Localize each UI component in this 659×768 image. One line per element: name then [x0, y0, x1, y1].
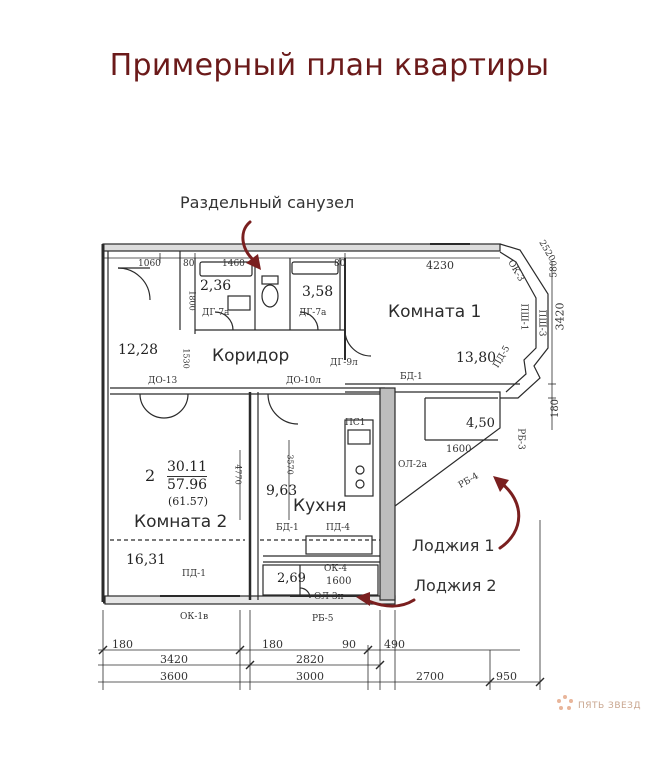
- room-1-label: Комната 1: [388, 302, 482, 322]
- area-loggia-1: 4,50: [466, 416, 495, 431]
- dim-bottom-90: 90: [342, 638, 356, 651]
- rooms-count: 2: [145, 466, 156, 485]
- loggia-2-callout: Лоджия 2: [414, 576, 497, 595]
- area-room-1: 13,80: [456, 350, 497, 366]
- brand-watermark: ПЯТЬ ЗВЕЗД: [556, 694, 641, 717]
- dim-180-right: 180: [550, 398, 562, 419]
- area-hall: 12,28: [118, 342, 159, 358]
- mark-do13: ДО-13: [148, 376, 178, 386]
- mark-rb5: РБ-5: [312, 614, 334, 624]
- area-wc: 3,58: [302, 284, 334, 300]
- mark-pd4: ПД-4: [326, 523, 350, 533]
- area-loggia-2: 2,69: [277, 571, 306, 586]
- dim-bottom-180-a: 180: [112, 638, 133, 651]
- dim-bottom-3420: 3420: [160, 653, 188, 666]
- dim-bottom-180-b: 180: [262, 638, 283, 651]
- dim-bottom-490: 490: [384, 638, 405, 651]
- dim-80-b: 80: [334, 259, 346, 269]
- mark-ol3n: ОЛ-3н: [314, 592, 344, 602]
- area-room-2: 16,31: [126, 552, 167, 568]
- mark-do10: ДО-10л: [286, 376, 321, 386]
- loggia-1-callout: Лоджия 1: [412, 536, 495, 555]
- area-total-with-loggia: (61.57): [168, 495, 209, 508]
- dim-bottom-950: 950: [496, 670, 517, 683]
- dim-4770: 4770: [233, 464, 243, 485]
- wall-top: [102, 243, 501, 252]
- dim-3420-right: 3420: [553, 302, 567, 331]
- dim-1800: 1800: [187, 290, 197, 311]
- dim-4230: 4230: [426, 259, 454, 272]
- corridor-label: Коридор: [212, 346, 290, 366]
- mark-ok1v: ОК-1в: [180, 612, 209, 622]
- mark-psh1: ПШ-1: [518, 303, 529, 331]
- area-kitchen: 9,63: [266, 483, 298, 499]
- area-living-total: 30.11: [167, 459, 208, 475]
- mark-dg9a: ДГ-9л: [330, 358, 358, 368]
- mark-dg7a-2: ДГ-7а: [299, 308, 327, 318]
- mark-pd1: ПД-1: [182, 569, 206, 579]
- mark-ok4: ОК-4: [324, 564, 348, 574]
- dim-3570: 3570: [285, 454, 295, 475]
- dim-bottom-3600: 3600: [160, 670, 188, 683]
- dim-80-a: 80: [183, 259, 195, 269]
- kitchen-label: Кухня: [293, 496, 347, 516]
- area-bath: 2,36: [200, 278, 232, 294]
- dim-580: 580: [549, 260, 560, 278]
- dim-1530: 1530: [181, 348, 191, 369]
- room-2-label: Комната 2: [134, 512, 228, 532]
- area-total: 57.96: [167, 476, 208, 493]
- mark-rb3: РБ-3: [515, 428, 526, 450]
- mark-ol2a: ОЛ-2а: [398, 460, 428, 470]
- mark-ps1: ПС1: [345, 418, 366, 428]
- mark-psh3: ПШ-3: [536, 309, 547, 337]
- dim-bottom-2820: 2820: [296, 653, 324, 666]
- dim-1060: 1060: [138, 259, 161, 269]
- star-logo-icon: [556, 694, 574, 717]
- bathroom-callout: Раздельный санузел: [180, 193, 355, 212]
- dim-bottom-3000: 3000: [296, 670, 324, 683]
- mark-dg7a-1: ДГ-7а: [202, 308, 230, 318]
- dim-bottom-2700: 2700: [416, 670, 444, 683]
- dim-1600-b: 1600: [326, 576, 352, 587]
- mark-bd1-kitchen: БД-1: [276, 523, 299, 533]
- dim-1600-a: 1600: [446, 444, 472, 455]
- brand-name: ПЯТЬ ЗВЕЗД: [578, 700, 641, 711]
- dim-1460: 1460: [222, 259, 245, 269]
- page-title: Примерный план квартиры: [109, 48, 550, 83]
- mark-bd1-top: БД-1: [400, 372, 423, 382]
